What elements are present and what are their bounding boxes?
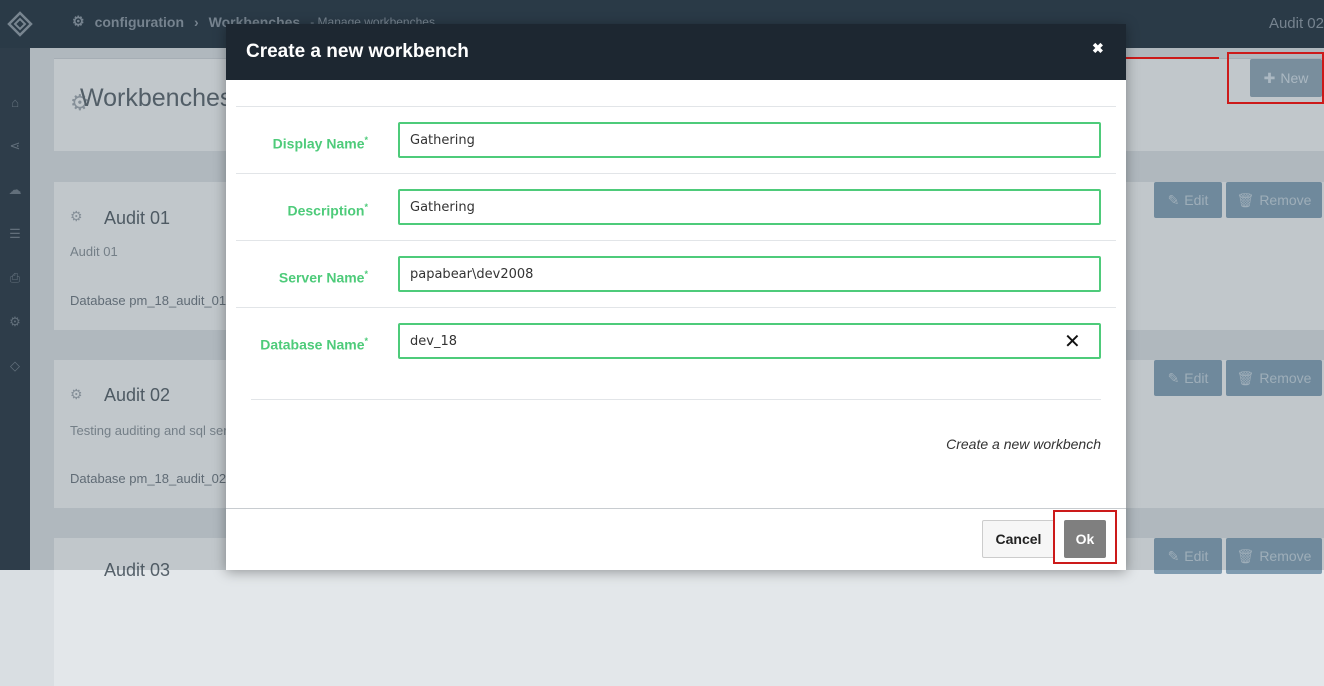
gears-icon: ⚙	[70, 386, 83, 402]
card-description: Testing auditing and sql server	[70, 423, 246, 438]
create-workbench-dialog: Create a new workbench ✖ Display Name* G…	[226, 24, 1126, 570]
print-icon[interactable]: ⎙	[9, 270, 21, 285]
divider	[236, 307, 1116, 308]
ok-button[interactable]: Ok	[1064, 520, 1106, 558]
card-database: Database pm_18_audit_01	[70, 293, 227, 308]
trash-icon: 🗑	[1236, 369, 1255, 386]
display-name-label: Display Name*	[272, 135, 368, 152]
edit-button[interactable]: ✎Edit	[1154, 360, 1222, 396]
server-name-label: Server Name*	[278, 269, 368, 286]
edit-label: Edit	[1184, 192, 1209, 208]
remove-button[interactable]: 🗑Remove	[1226, 182, 1322, 218]
trash-icon: 🗑	[1236, 191, 1255, 208]
new-button-label: New	[1280, 70, 1309, 86]
server-name-input[interactable]: papabear\dev2008	[398, 256, 1101, 292]
edit-label: Edit	[1184, 370, 1209, 386]
plus-icon: ✚	[1263, 69, 1276, 86]
card-description: Audit 01	[70, 244, 118, 259]
remove-button[interactable]: 🗑Remove	[1226, 360, 1322, 396]
trash-icon: 🗑	[1236, 547, 1255, 564]
gears-icon: ⚙	[70, 90, 90, 115]
logo-small-icon[interactable]: ◇	[10, 358, 20, 373]
description-label: Description*	[287, 202, 368, 219]
edit-label: Edit	[1184, 548, 1209, 564]
pencil-icon: ✎	[1167, 547, 1180, 564]
page-title: Workbenches	[80, 84, 233, 112]
dialog-header: Create a new workbench ✖	[226, 24, 1126, 80]
share-icon[interactable]: ⋖	[9, 138, 21, 153]
dialog-footer-divider	[226, 508, 1126, 509]
dialog-title: Create a new workbench	[246, 41, 469, 62]
clear-icon[interactable]: ✕	[1064, 331, 1081, 353]
list-icon[interactable]: ☰	[9, 226, 21, 241]
logo-icon	[7, 11, 33, 37]
display-name-input[interactable]: Gathering	[398, 122, 1101, 158]
remove-label: Remove	[1259, 370, 1312, 386]
edit-button[interactable]: ✎Edit	[1154, 538, 1222, 574]
database-name-input[interactable]: dev_18	[398, 323, 1101, 359]
cancel-button[interactable]: Cancel	[982, 520, 1055, 558]
annotation-box	[1053, 510, 1117, 564]
remove-label: Remove	[1259, 192, 1312, 208]
edit-button[interactable]: ✎Edit	[1154, 182, 1222, 218]
divider	[236, 240, 1116, 241]
pencil-icon: ✎	[1167, 191, 1180, 208]
remove-button[interactable]: 🗑Remove	[1226, 538, 1322, 574]
sidebar: ⌂ ⋖ ☁ ☰ ⎙ ⚙ ◇	[0, 48, 30, 570]
divider	[236, 173, 1116, 174]
card-title: Audit 01	[104, 208, 171, 228]
dialog-hint: Create a new workbench	[946, 436, 1101, 452]
settings-icon[interactable]: ⚙	[9, 314, 21, 329]
new-workbench-button[interactable]: ✚ New	[1250, 59, 1322, 97]
close-icon[interactable]: ✖	[1092, 40, 1104, 56]
divider	[251, 399, 1101, 400]
cloud-upload-icon[interactable]: ☁	[8, 182, 22, 197]
remove-label: Remove	[1259, 548, 1312, 564]
gears-icon: ⚙	[72, 13, 85, 29]
user-menu[interactable]: Audit 02	[1268, 15, 1324, 32]
home-icon[interactable]: ⌂	[11, 94, 19, 110]
database-name-label: Database Name*	[260, 336, 368, 353]
pencil-icon: ✎	[1167, 369, 1180, 386]
card-title: Audit 02	[104, 385, 171, 405]
card-database: Database pm_18_audit_02	[70, 471, 227, 486]
divider	[236, 106, 1116, 107]
annotation-box	[1227, 52, 1324, 104]
chevron-right-icon: ›	[194, 13, 199, 30]
breadcrumb-section[interactable]: configuration	[94, 13, 184, 30]
gears-icon: ⚙	[70, 208, 83, 224]
description-input[interactable]: Gathering	[398, 189, 1101, 225]
app-logo[interactable]	[0, 0, 40, 48]
